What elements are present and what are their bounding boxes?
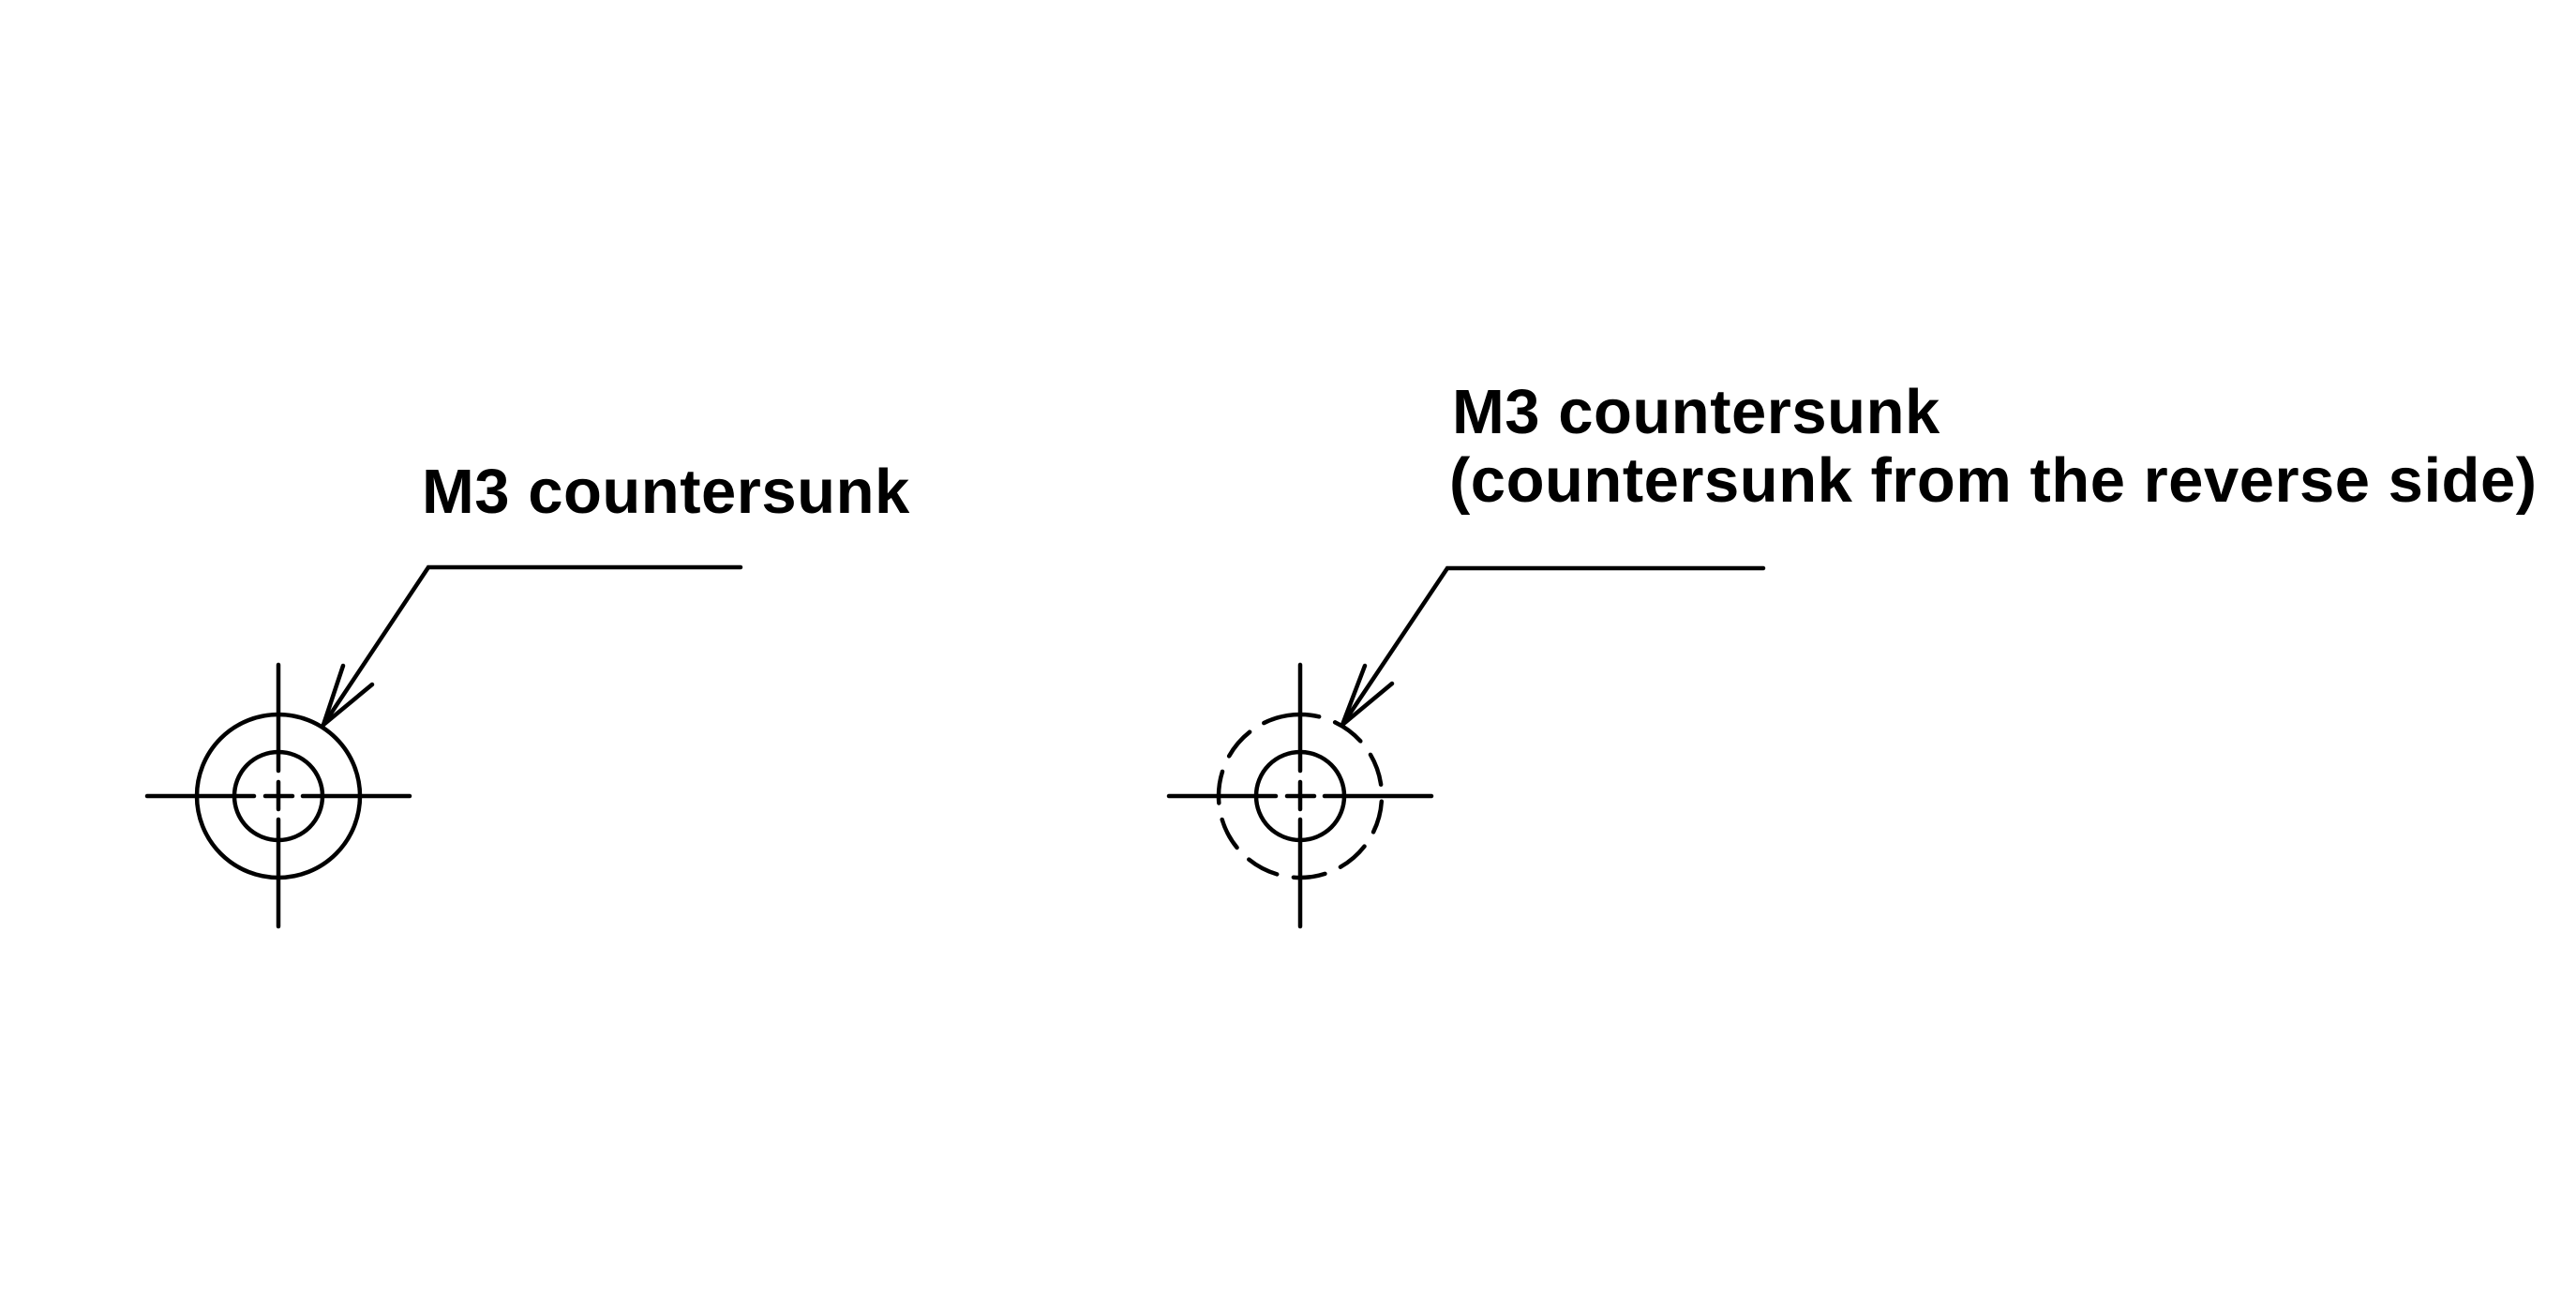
leader-polyline xyxy=(1340,565,1766,728)
callout-label-left: M3 countersunk xyxy=(422,457,910,527)
arrowhead-wing xyxy=(1340,663,1368,728)
leader-line-left xyxy=(321,564,743,728)
leader-line-right xyxy=(1340,565,1766,728)
arrowhead-wing xyxy=(321,682,375,728)
countersink-hidden-dashed-circle xyxy=(1216,712,1385,880)
callout-label-right-line1: M3 countersunk xyxy=(1452,377,1940,447)
hole-symbol-countersunk-reverse xyxy=(1166,662,1434,929)
hole-symbol-countersunk-front xyxy=(144,662,412,929)
arrowhead-wing xyxy=(321,663,346,728)
leader-polyline xyxy=(321,564,743,728)
callout-label-right-line2: (countersunk from the reverse side) xyxy=(1449,445,2538,516)
arrowhead-wing xyxy=(1340,681,1395,728)
